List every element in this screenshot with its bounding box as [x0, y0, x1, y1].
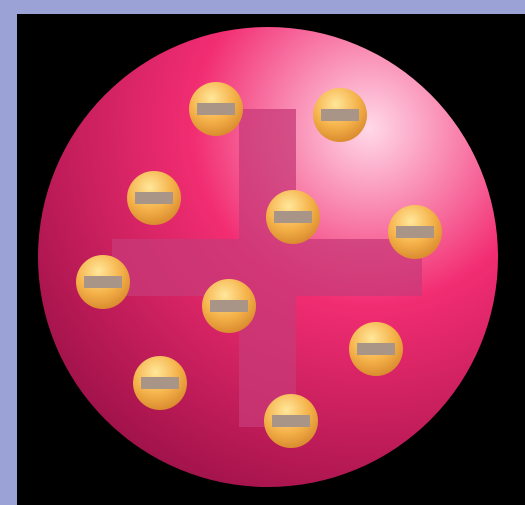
- minus-sign-icon: [135, 192, 173, 204]
- electron-3: [127, 171, 181, 225]
- electron-6: [76, 255, 130, 309]
- minus-sign-icon: [84, 276, 122, 288]
- minus-sign-icon: [141, 377, 179, 389]
- minus-sign-icon: [321, 109, 359, 121]
- electron-9: [133, 356, 187, 410]
- electron-8: [349, 322, 403, 376]
- minus-sign-icon: [210, 300, 248, 312]
- electron-4: [266, 190, 320, 244]
- minus-sign-icon: [396, 226, 434, 238]
- electron-5: [388, 205, 442, 259]
- minus-sign-icon: [274, 211, 312, 223]
- atom-model-diagram: [17, 14, 525, 505]
- diagram-panel: [17, 14, 525, 505]
- minus-sign-icon: [272, 415, 310, 427]
- minus-sign-icon: [197, 103, 235, 115]
- minus-sign-icon: [357, 343, 395, 355]
- electron-10: [264, 394, 318, 448]
- plus-sign-horizontal-bar: [112, 239, 422, 296]
- electron-7: [202, 279, 256, 333]
- electron-1: [189, 82, 243, 136]
- electron-2: [313, 88, 367, 142]
